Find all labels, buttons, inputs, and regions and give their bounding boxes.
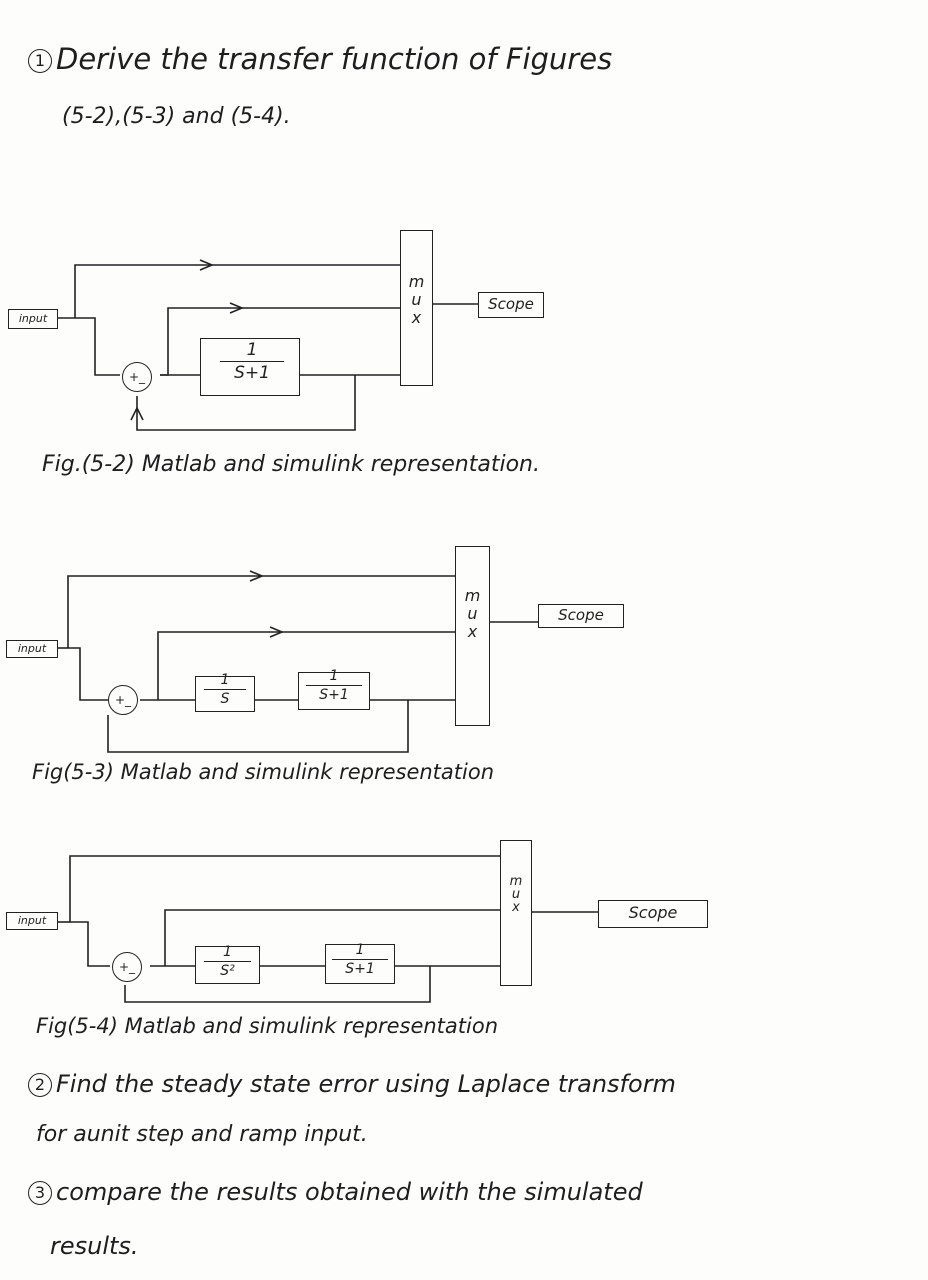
fig52-caption: Fig.(5-2) Matlab and simulink representa… xyxy=(42,452,540,477)
fig53-sum-sign: +_ xyxy=(114,693,132,707)
fig54-tf1-bar xyxy=(204,961,251,962)
fig52-mux-label-x: x xyxy=(411,308,422,327)
fig53-tf2-denominator: S+1 xyxy=(319,687,349,703)
question-2-number: 2 xyxy=(28,1073,52,1097)
fig53-scope-block: Scope xyxy=(538,604,624,628)
question-1-text: Derive the transfer function of Figures xyxy=(56,42,613,76)
fig53-tf1-bar xyxy=(204,689,246,690)
fig52-mux-block: m u x xyxy=(400,230,433,386)
question-2-line2: for aunit step and ramp input. xyxy=(36,1122,368,1147)
fig54-tf1-numerator: 1 xyxy=(223,944,232,960)
fig53-mux-label-m: m xyxy=(464,586,481,605)
fig52-tf-denominator: S+1 xyxy=(234,363,270,383)
fig54-mux-label-x: x xyxy=(512,900,520,915)
fig54-tf2-denominator: S+1 xyxy=(345,961,375,977)
fig52-tf-numerator: 1 xyxy=(246,340,258,360)
fig52-sum-sign: +_ xyxy=(128,370,146,384)
question-1-line2: (5-2),(5-3) and (5-4). xyxy=(62,104,291,129)
question-3-number: 3 xyxy=(28,1181,52,1205)
fig54-input-block: input xyxy=(6,912,58,930)
fig53-tf1-denominator: S xyxy=(220,691,230,707)
fig54-tf1-block xyxy=(195,946,260,984)
question-3-line2: results. xyxy=(50,1232,139,1260)
fig54-tf2: 1 S+1 xyxy=(328,942,392,977)
fig54-mux-label-m: m xyxy=(509,874,523,889)
question-3-text: compare the results obtained with the si… xyxy=(56,1178,643,1206)
fig54-tf2-numerator: 1 xyxy=(355,942,365,958)
fig54-mux-label-u: u xyxy=(511,887,521,902)
fig52-mux-label-m: m xyxy=(408,272,425,291)
fig53-input-block: input xyxy=(6,640,58,658)
question-2-text: Find the steady state error using Laplac… xyxy=(56,1070,676,1098)
fig52-tf-bar xyxy=(220,361,284,362)
fig54-tf2-bar xyxy=(332,959,388,960)
fig53-tf1: 1 S xyxy=(200,672,250,707)
fig54-tf2-block xyxy=(325,944,395,984)
fig54-scope-block: Scope xyxy=(598,900,708,928)
fig52-input-block: input xyxy=(8,309,58,329)
fig52-transfer-function: 1 S+1 xyxy=(216,340,288,383)
fig54-caption: Fig(5-4) Matlab and simulink representat… xyxy=(36,1014,499,1038)
fig53-sum-block: +_ xyxy=(108,685,138,715)
fig53-caption: Fig(5-3) Matlab and simulink representat… xyxy=(32,760,495,784)
fig52-sum-block: +_ xyxy=(122,362,152,392)
fig53-tf2: 1 S+1 xyxy=(302,668,366,703)
fig54-sum-sign: +_ xyxy=(118,960,136,974)
fig53-mux-label-u: u xyxy=(467,604,478,623)
fig52-transfer-function-block xyxy=(200,338,300,396)
fig53-tf1-block xyxy=(195,676,255,712)
fig53-tf2-bar xyxy=(306,685,362,686)
fig54-tf1-denominator: S² xyxy=(220,963,235,979)
fig54-mux-block: m u x xyxy=(500,840,532,986)
fig54-tf1: 1 S² xyxy=(200,944,255,979)
fig53-tf2-block xyxy=(298,672,370,710)
fig53-tf1-numerator: 1 xyxy=(220,672,230,688)
fig54-sum-block: +_ xyxy=(112,952,142,982)
question-1-number: 1 xyxy=(28,49,52,73)
fig53-mux-label-x: x xyxy=(467,622,478,641)
fig52-scope-block: Scope xyxy=(478,292,544,318)
fig52-mux-label-u: u xyxy=(411,290,422,309)
fig53-mux-block: m u x xyxy=(455,546,490,726)
fig53-tf2-numerator: 1 xyxy=(329,668,339,684)
